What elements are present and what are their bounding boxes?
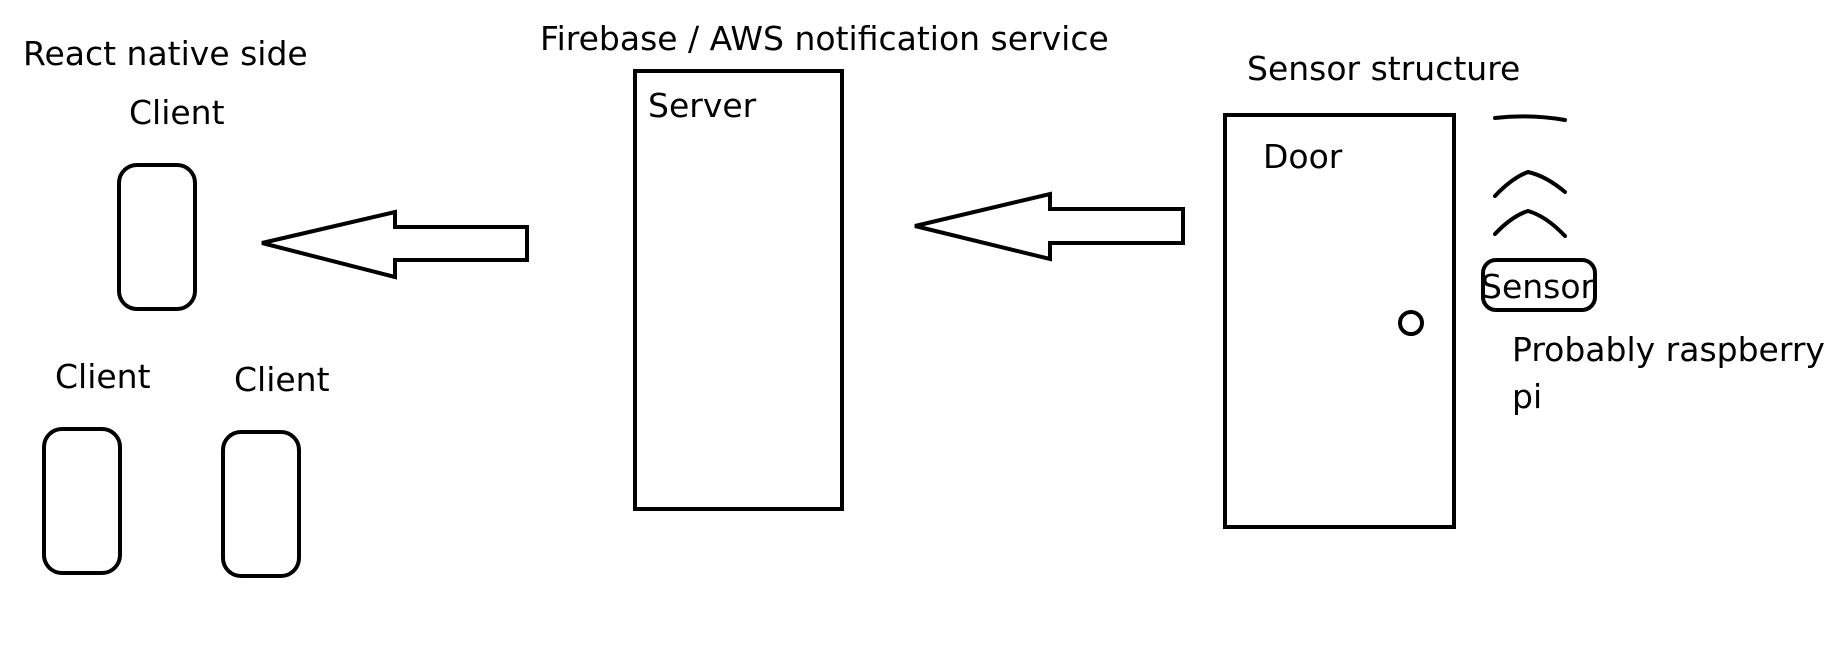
client-phone-bottom-left xyxy=(42,427,122,575)
server-label: Server xyxy=(648,86,757,125)
sensor-box xyxy=(1481,258,1597,312)
arrow-server-to-clients xyxy=(261,209,529,280)
sensor-side-title: Sensor structure xyxy=(1247,49,1521,88)
signal-wave-top xyxy=(1493,114,1567,122)
sensor-label: Sensor xyxy=(1481,267,1595,306)
signal-wave-middle xyxy=(1493,169,1567,198)
door-label: Door xyxy=(1263,137,1343,176)
client-side-title: React native side xyxy=(23,34,308,73)
sensor-note-line2: pi xyxy=(1512,377,1543,416)
server-box xyxy=(633,69,844,511)
arrow-sensor-to-server xyxy=(914,191,1185,262)
server-side-title: Firebase / AWS notification service xyxy=(540,19,1109,58)
sensor-note-line1: Probably raspberry xyxy=(1512,330,1825,369)
door-knob xyxy=(1398,310,1424,336)
client-label-top: Client xyxy=(129,93,225,132)
client-label-bottom-right: Client xyxy=(234,360,330,399)
signal-wave-bottom xyxy=(1493,208,1567,238)
door-box xyxy=(1223,113,1456,529)
client-phone-bottom-right xyxy=(221,430,301,578)
client-phone-top xyxy=(117,163,197,311)
client-label-bottom-left: Client xyxy=(55,357,151,396)
